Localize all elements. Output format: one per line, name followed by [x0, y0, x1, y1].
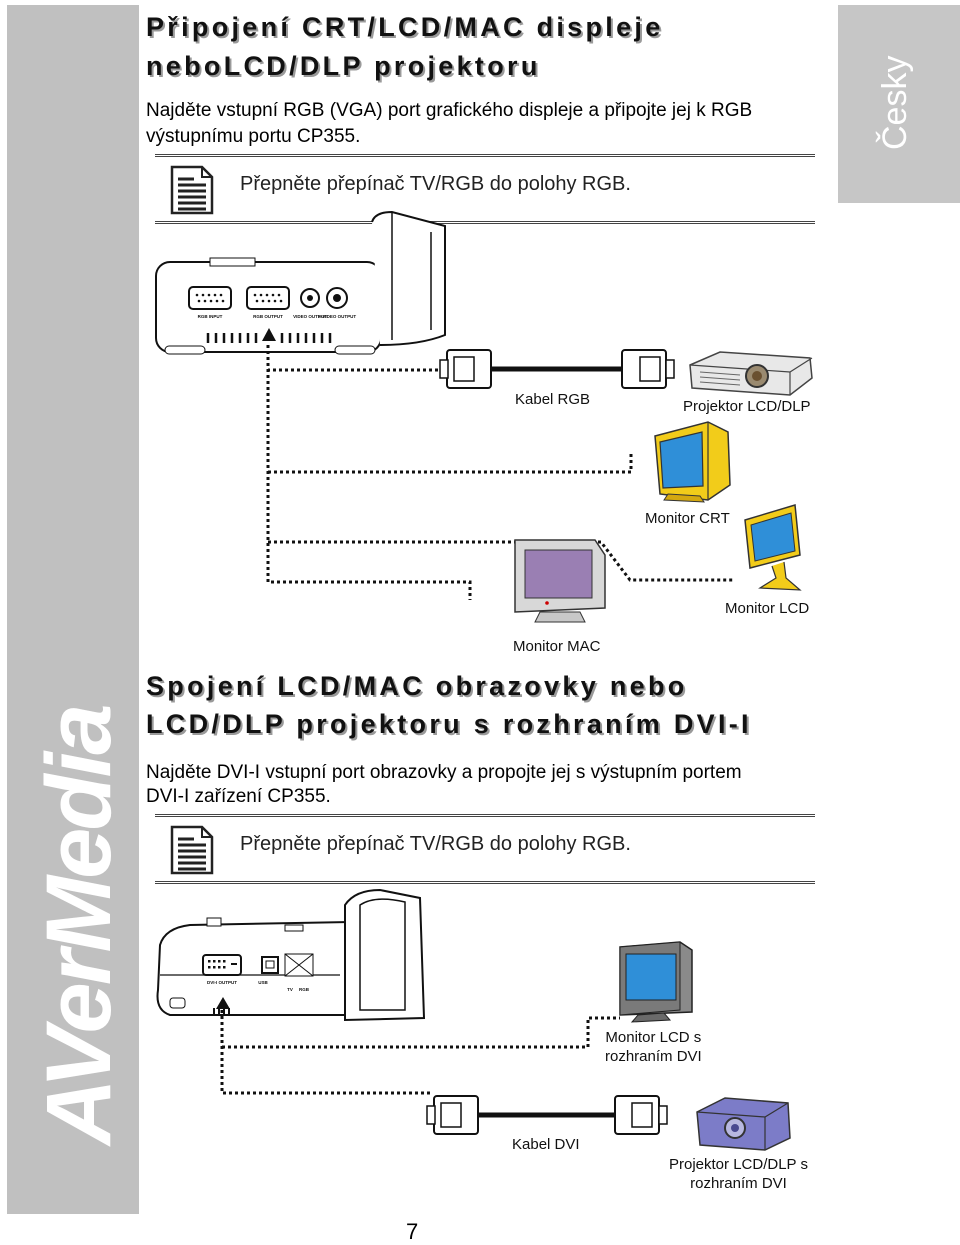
label-rgb-cable: Kabel RGB: [515, 391, 591, 408]
cp355-device-dvi: [156, 888, 426, 1022]
dvi-projector-icon: [696, 1097, 791, 1151]
label-dvi-lcd-line2: rozhraním DVI: [605, 1048, 702, 1065]
dvi-cable: [426, 1095, 668, 1135]
note-document-icon: [170, 825, 214, 880]
section2-title-line1: Spojení LCD/MAC obrazovky nebo: [146, 671, 688, 701]
language-tab: [838, 5, 960, 203]
dvi-lcd-monitor-icon: [619, 941, 693, 1023]
section1-body-line1: Najděte vstupní RGB (VGA) port grafickéh…: [146, 100, 753, 121]
label-dvi-lcd-line1: Monitor LCD s: [605, 1029, 702, 1046]
cp355-device-rgb: [155, 210, 446, 355]
port-label-rgb-input: RGB INPUT: [198, 314, 223, 319]
section1-note: Přepněte přepínač TV/RGB do polohy RGB.: [155, 154, 815, 224]
port-label-svideo-output: S-VIDEO OUTPUT: [318, 314, 357, 319]
label-dvi-projector-line2: rozhraním DVI: [690, 1175, 787, 1192]
section2-note-text: Přepněte přepínač TV/RGB do polohy RGB.: [240, 833, 631, 855]
port-label-rgb: RGB: [299, 987, 310, 992]
port-label-video-output: VIDEO OUTPUT: [293, 314, 327, 319]
section2-body-line2: DVI-I zařízení CP355.: [146, 786, 331, 807]
mac-monitor-icon: [514, 539, 606, 623]
label-monitor-mac: Monitor MAC: [513, 638, 601, 655]
note-document-icon: [170, 165, 214, 220]
label-dvi-lcd-monitor: Monitor LCD s rozhraním DVI: [605, 1028, 702, 1066]
brand-sidebar: [7, 5, 139, 1214]
section1-title-line2: neboLCD/DLP projektoru: [146, 51, 541, 81]
section2-body-line1: Najděte DVI-I vstupní port obrazovky a p…: [146, 762, 742, 783]
port-label-tv: TV: [287, 987, 293, 992]
label-dvi-projector-line1: Projektor LCD/DLP s: [669, 1156, 808, 1173]
rgb-cable: [439, 349, 675, 389]
port-label-usb: USB: [258, 980, 268, 985]
crt-monitor-icon: [654, 421, 731, 503]
lcd-monitor-icon: [744, 504, 802, 591]
label-dvi-cable: Kabel DVI: [512, 1136, 580, 1153]
rgb-connection-diagram: RGB INPUT RGB OUTPUT VIDEO OUTPUT S-VIDE…: [155, 210, 813, 623]
page-number: 7: [406, 1219, 419, 1244]
port-label-dvi-output: DVI-I OUTPUT: [207, 980, 237, 985]
section2-title-line2: LCD/DLP projektoru s rozhraním DVI-I: [146, 709, 752, 739]
section1-body-line2: výstupnímu portu CP355.: [146, 126, 361, 147]
port-label-rgb-output: RGB OUTPUT: [253, 314, 283, 319]
label-projector-lcd-dlp: Projektor LCD/DLP: [683, 398, 811, 415]
label-dvi-projector: Projektor LCD/DLP s rozhraním DVI: [669, 1155, 808, 1193]
section1-note-text: Přepněte přepínač TV/RGB do polohy RGB.: [240, 173, 631, 195]
label-monitor-crt: Monitor CRT: [645, 510, 730, 527]
label-monitor-lcd: Monitor LCD: [725, 600, 810, 617]
projector-lcd-dlp-icon: [689, 351, 813, 396]
section2-note: Přepněte přepínač TV/RGB do polohy RGB.: [155, 814, 815, 884]
section1-title-line1: Připojení CRT/LCD/MAC displeje: [146, 12, 664, 42]
